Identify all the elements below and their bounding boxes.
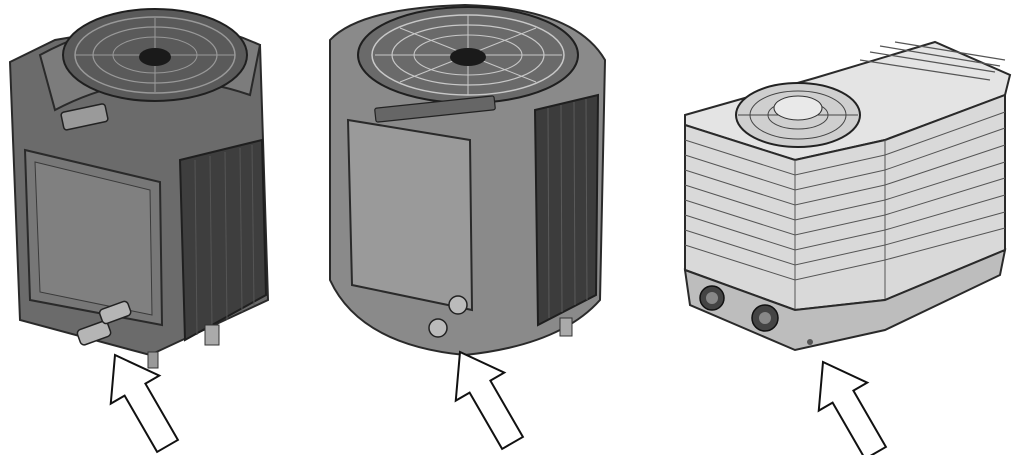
heat-pump-panel-2	[320, 0, 620, 455]
heat-pump-unit-icon	[683, 40, 1012, 352]
heat-pump-unit-icon	[329, 3, 607, 357]
heat-pump-panel-1	[0, 0, 300, 455]
heat-pump-panel-3	[660, 0, 1015, 455]
heat-pump-unit-icon	[8, 8, 270, 369]
